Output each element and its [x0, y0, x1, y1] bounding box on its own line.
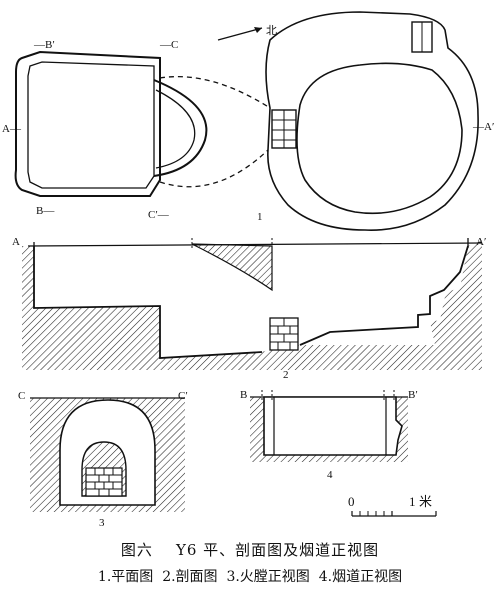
north-arrow-icon	[254, 27, 262, 33]
section-brick-plug	[269, 317, 299, 351]
firebox-label-c-prime: C′	[178, 390, 188, 402]
section-earth-hatch	[22, 240, 482, 370]
scale-zero: 0	[348, 494, 355, 509]
section-label-a-left: A—	[2, 123, 22, 135]
figure-caption: 图六 Y6 平、剖面图及烟道正视图	[0, 539, 500, 560]
scale-bar: 0 1 米	[348, 494, 437, 517]
scale-one: 1	[409, 494, 416, 509]
section-label-a-prime-right: —A′	[472, 121, 494, 133]
panel-number-1: 1	[257, 211, 263, 223]
subcaption-firebox: 3.火膛正视图	[226, 569, 310, 585]
section-roof-wedge	[191, 243, 273, 292]
plan-chamber-inner	[27, 61, 155, 189]
section-ground-line	[27, 242, 483, 247]
firebox-front-view: C C′ 3	[18, 390, 188, 529]
section-label-b-bottom: B—	[36, 205, 55, 217]
panel-number-4: 4	[327, 469, 333, 481]
section-view: A A′ 2	[12, 236, 486, 381]
firebox-bricks	[85, 467, 123, 497]
flue-opening	[263, 396, 403, 456]
plan-pit-inner	[296, 62, 463, 215]
section-label-c-prime-bottom: C′—	[148, 209, 170, 221]
section-label-a-prime: A′	[476, 236, 486, 248]
section-label-c-top: —C	[159, 39, 178, 51]
section-kiln-profile	[33, 245, 469, 359]
flue-front-view: B B′ 4	[240, 389, 418, 481]
firebox-label-c: C	[18, 390, 25, 402]
section-label-a: A	[12, 236, 20, 248]
plan-dashed-connection	[159, 75, 271, 188]
figure-caption-title: Y6 平、剖面图及烟道正视图	[175, 541, 380, 559]
flue-label-b: B	[240, 389, 247, 401]
section-label-b-prime-top: —B′	[33, 39, 55, 51]
figure-subcaptions: 1.平面图 2.剖面图 3.火膛正视图 4.烟道正视图	[0, 566, 500, 586]
subcaption-section: 2.剖面图	[162, 569, 218, 585]
north-arrow	[217, 27, 263, 41]
figure-caption-prefix: 图六	[120, 541, 153, 559]
plan-firebox-inner	[155, 89, 196, 169]
plan-firebox-outer	[153, 79, 208, 177]
north-label: 北	[266, 24, 277, 37]
plan-pit-outer	[265, 11, 479, 231]
panel-number-2: 2	[283, 369, 289, 381]
scale-unit: 米	[419, 494, 432, 509]
plan-view: 北 —B′ —C A— B— C′— —A′ 1	[2, 11, 494, 231]
plan-chamber-outer	[14, 50, 161, 197]
subcaption-plan: 1.平面图	[97, 569, 154, 585]
firebox-earth-hatch	[30, 398, 185, 512]
flue-label-b-prime: B′	[408, 389, 418, 401]
panel-number-3: 3	[99, 517, 105, 529]
subcaption-flue: 4.烟道正视图	[318, 569, 403, 585]
